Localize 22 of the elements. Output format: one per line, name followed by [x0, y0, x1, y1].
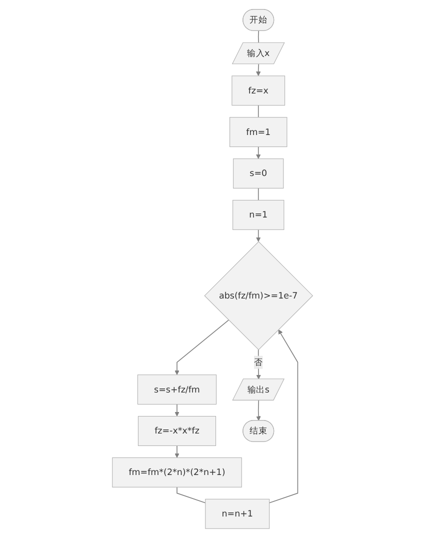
node-box: fz=-x*x*fz: [138, 416, 216, 446]
connector: [258, 104, 260, 118]
node-box: s=0: [234, 158, 284, 188]
arrow: [256, 146, 262, 159]
arrow: [256, 400, 262, 421]
connector: [258, 188, 260, 201]
node-box: fm=fm*(2*n)*(2*n+1): [112, 457, 242, 488]
node-diamond: abs(fz/fm)>=1e-7: [204, 241, 314, 350]
arrow: [256, 229, 262, 242]
arrow: [175, 404, 180, 416]
node-box: s=s+fz/fm: [138, 374, 218, 405]
node-box: fm=1: [230, 117, 288, 148]
arrow: [256, 64, 262, 76]
arrow: [175, 320, 230, 376]
edge-label: 否: [254, 356, 264, 368]
connector: [258, 30, 260, 44]
arrow: [269, 329, 299, 504]
node-box: n=1: [233, 200, 285, 230]
arrow: [175, 445, 180, 458]
node-box: fz=x: [232, 76, 286, 106]
connector: [177, 486, 206, 504]
node-box: n=n+1: [206, 498, 270, 529]
